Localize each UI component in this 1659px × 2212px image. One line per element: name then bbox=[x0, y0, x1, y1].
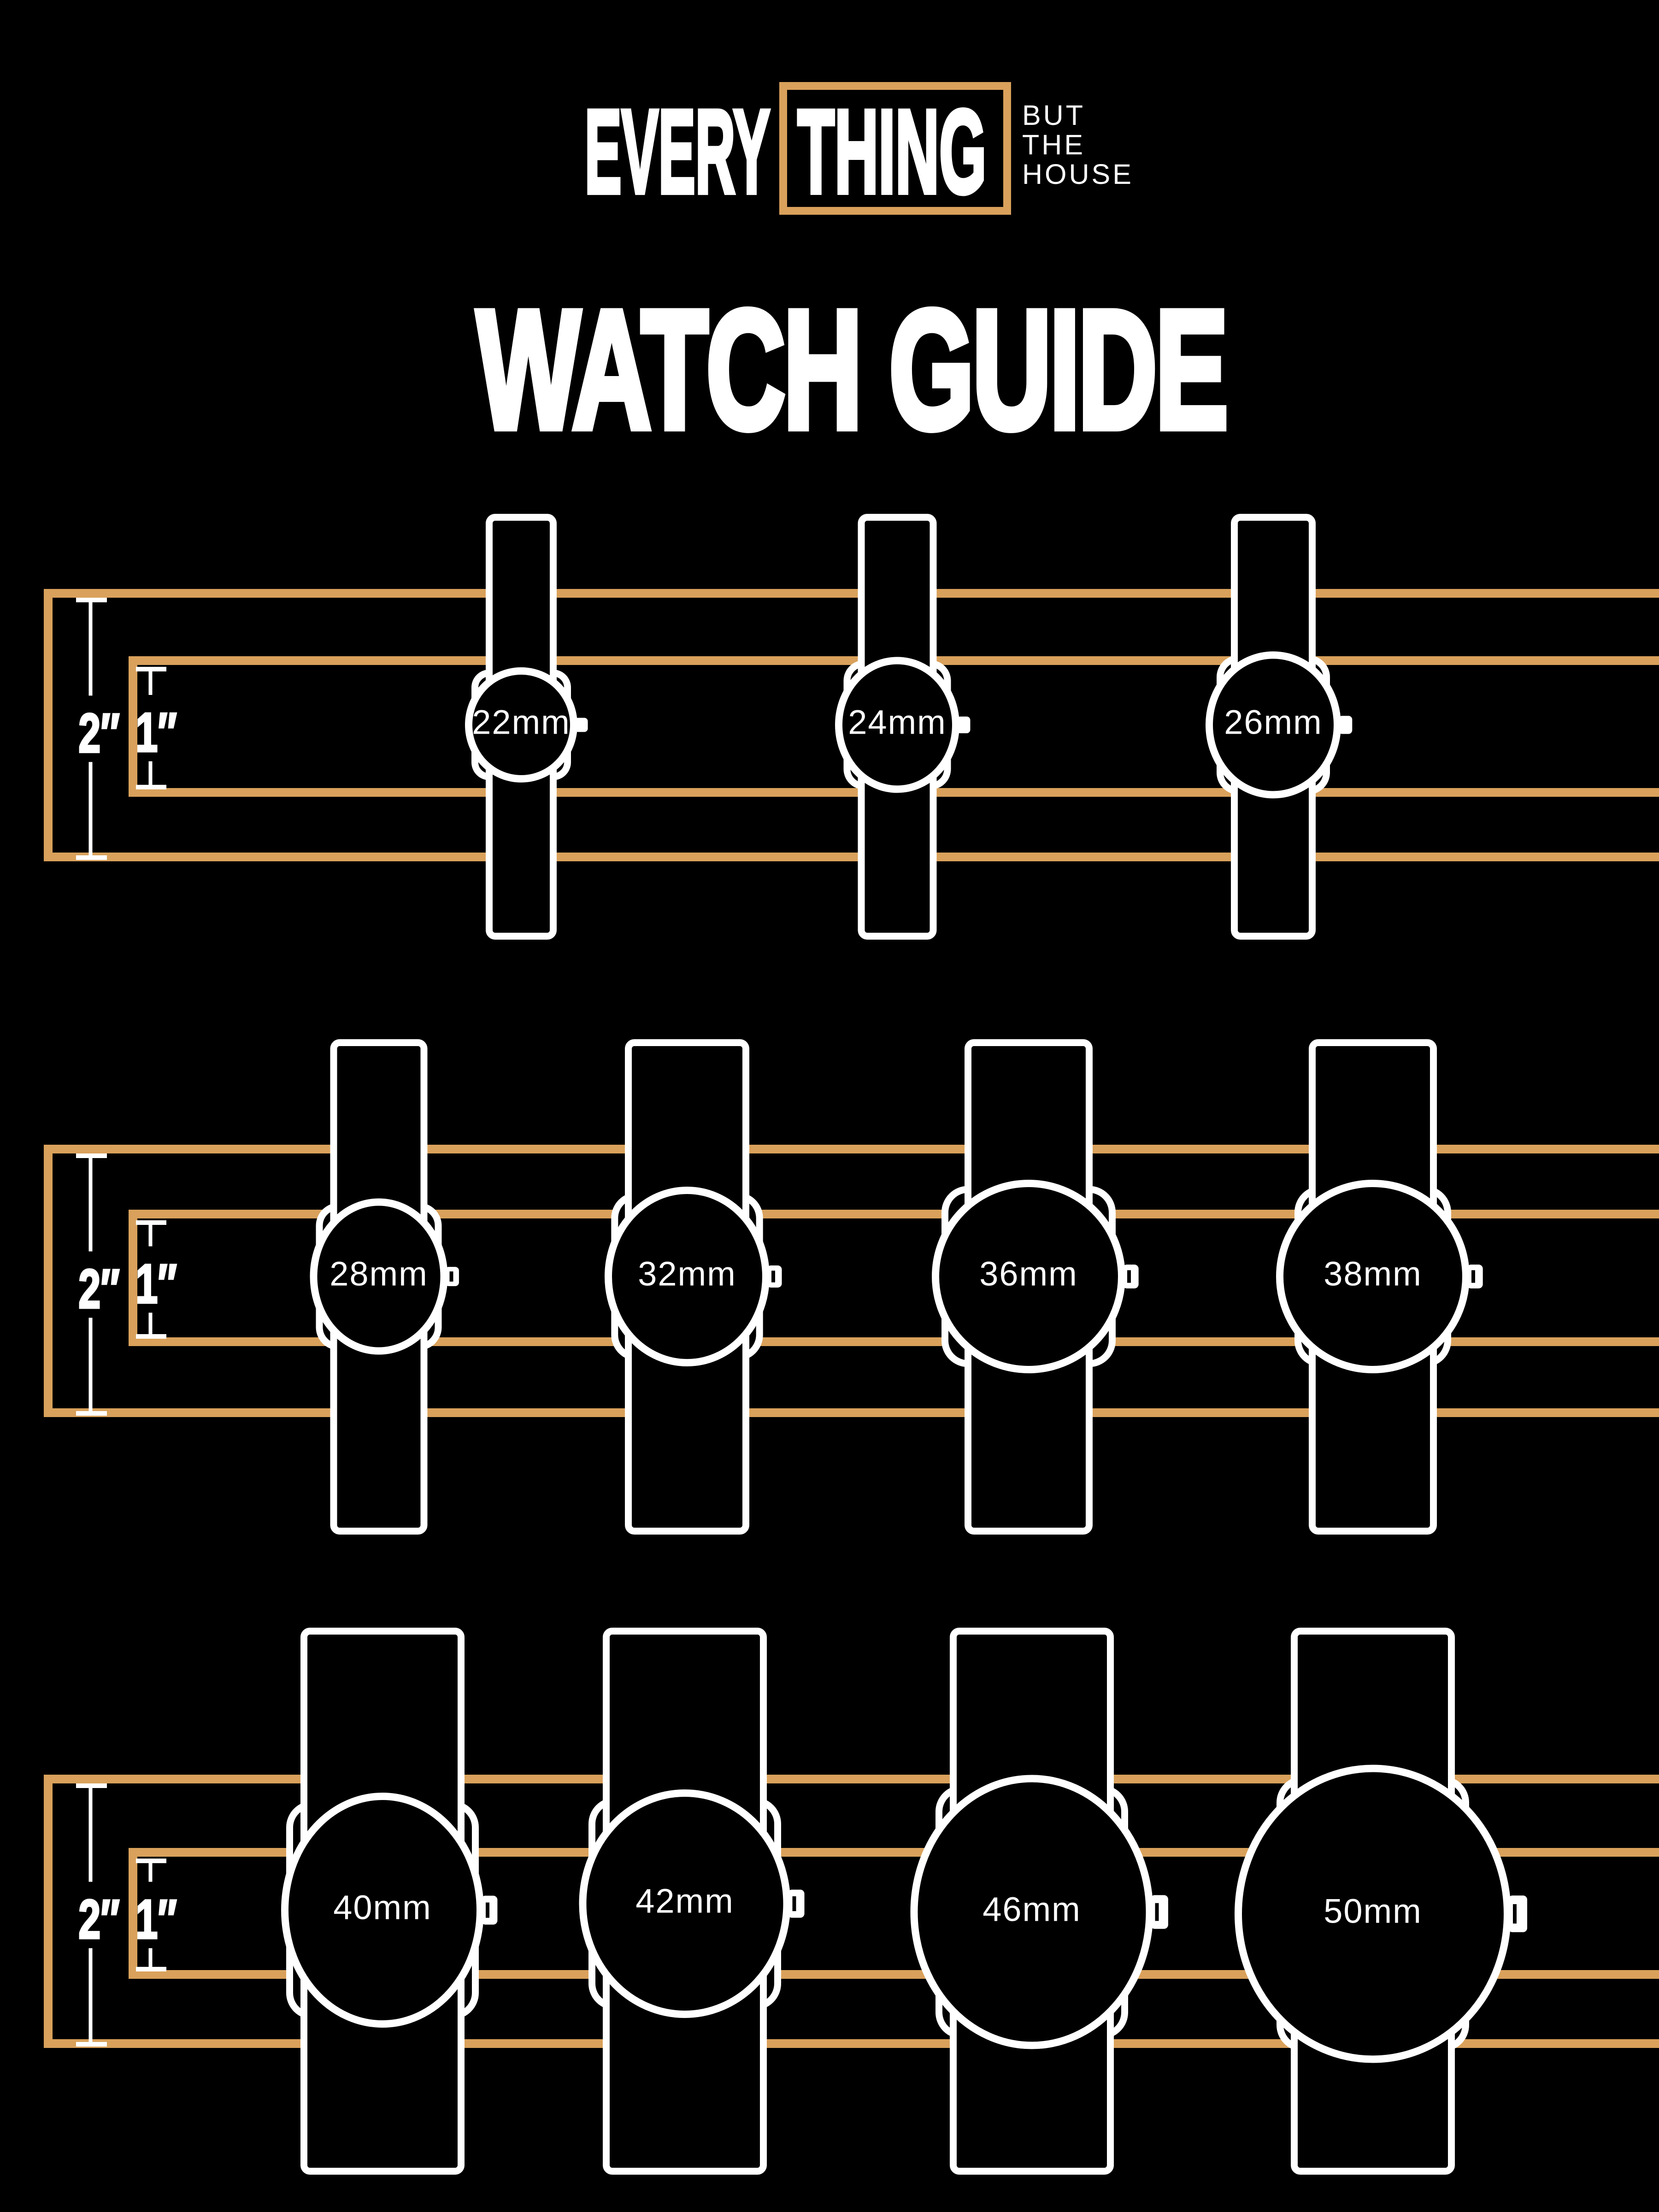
svg-text:1″: 1″ bbox=[135, 1888, 176, 1950]
svg-text:28mm: 28mm bbox=[329, 1255, 428, 1293]
svg-text:1″: 1″ bbox=[135, 702, 176, 764]
svg-text:2″: 2″ bbox=[78, 1888, 119, 1950]
svg-text:THE: THE bbox=[1022, 129, 1085, 160]
svg-text:WATCH GUIDE: WATCH GUIDE bbox=[477, 276, 1227, 464]
svg-text:36mm: 36mm bbox=[979, 1255, 1078, 1293]
svg-text:22mm: 22mm bbox=[472, 703, 571, 741]
svg-text:32mm: 32mm bbox=[638, 1255, 736, 1293]
svg-text:42mm: 42mm bbox=[635, 1882, 734, 1920]
svg-text:BUT: BUT bbox=[1022, 100, 1085, 131]
svg-text:50mm: 50mm bbox=[1324, 1892, 1422, 1930]
svg-text:EVERY: EVERY bbox=[585, 85, 770, 218]
svg-text:40mm: 40mm bbox=[333, 1888, 432, 1927]
svg-text:1″: 1″ bbox=[135, 1253, 176, 1315]
svg-text:24mm: 24mm bbox=[848, 703, 947, 741]
svg-text:46mm: 46mm bbox=[982, 1890, 1081, 1929]
svg-text:2″: 2″ bbox=[78, 1258, 119, 1320]
svg-text:26mm: 26mm bbox=[1224, 703, 1323, 741]
svg-text:2″: 2″ bbox=[78, 702, 119, 764]
svg-text:HOUSE: HOUSE bbox=[1022, 159, 1134, 190]
svg-text:38mm: 38mm bbox=[1324, 1255, 1422, 1293]
svg-text:THING: THING bbox=[797, 86, 986, 218]
